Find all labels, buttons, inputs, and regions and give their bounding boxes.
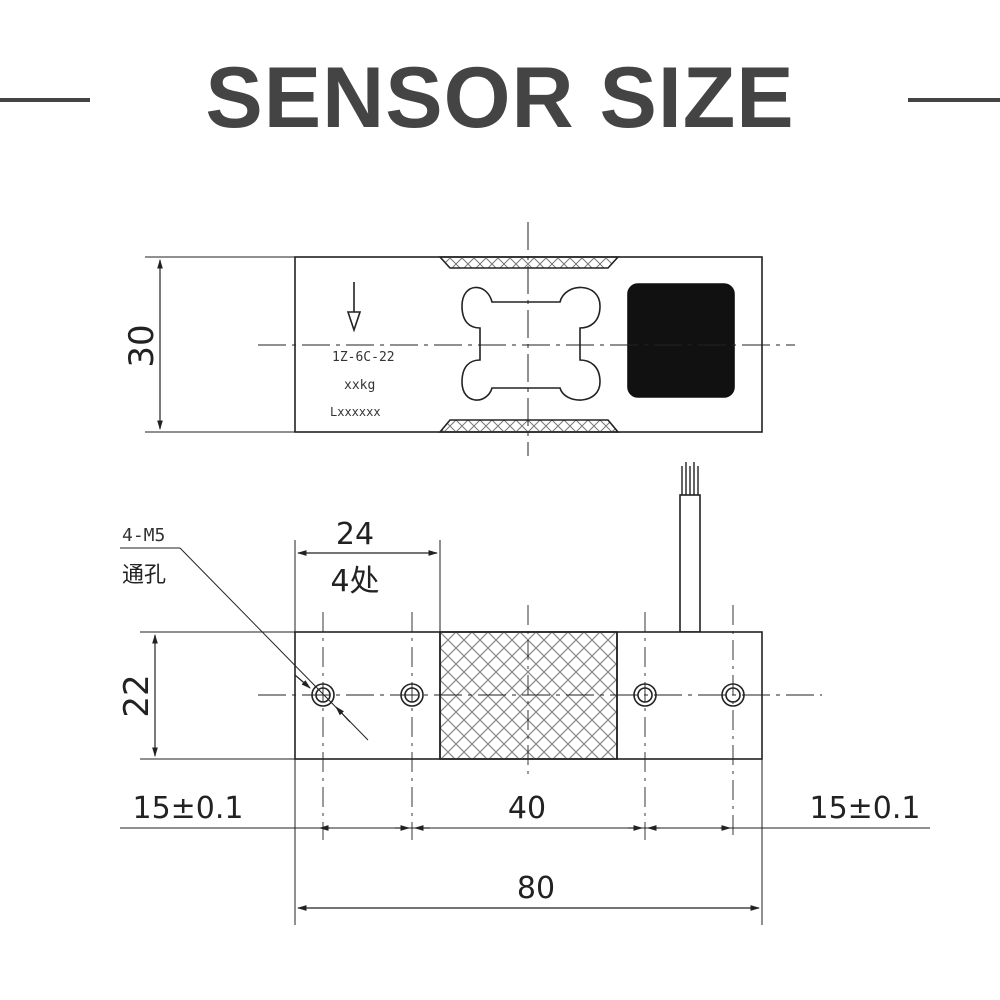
page-title: SENSOR SIZE	[205, 50, 795, 146]
hole-spacing-dim: 24	[336, 517, 374, 552]
label-capacity: xxkg	[344, 378, 375, 393]
label-serial: Lxxxxxx	[330, 405, 381, 419]
hole-spec: 4-M5	[122, 525, 165, 546]
side-height-dim: 22	[117, 674, 157, 717]
bottom-band	[438, 419, 620, 433]
cable	[679, 494, 701, 633]
hole-type: 通孔	[122, 563, 166, 588]
top-view	[145, 222, 795, 456]
label-model: 1Z-6C-22	[332, 350, 395, 365]
total-length-dim: 80	[517, 871, 555, 906]
strain-gauge-pad	[627, 283, 735, 398]
bone-cutout	[461, 286, 601, 401]
side-view	[120, 462, 930, 925]
top-height-dim: 30	[122, 324, 162, 367]
hole-count: 4处	[330, 564, 379, 599]
center-span-dim: 40	[508, 791, 546, 826]
right-offset-dim: 15±0.1	[809, 791, 920, 826]
cable-wires	[681, 462, 699, 495]
load-arrow-icon	[346, 311, 362, 333]
top-band	[438, 256, 620, 269]
left-offset-dim: 15±0.1	[132, 791, 243, 826]
